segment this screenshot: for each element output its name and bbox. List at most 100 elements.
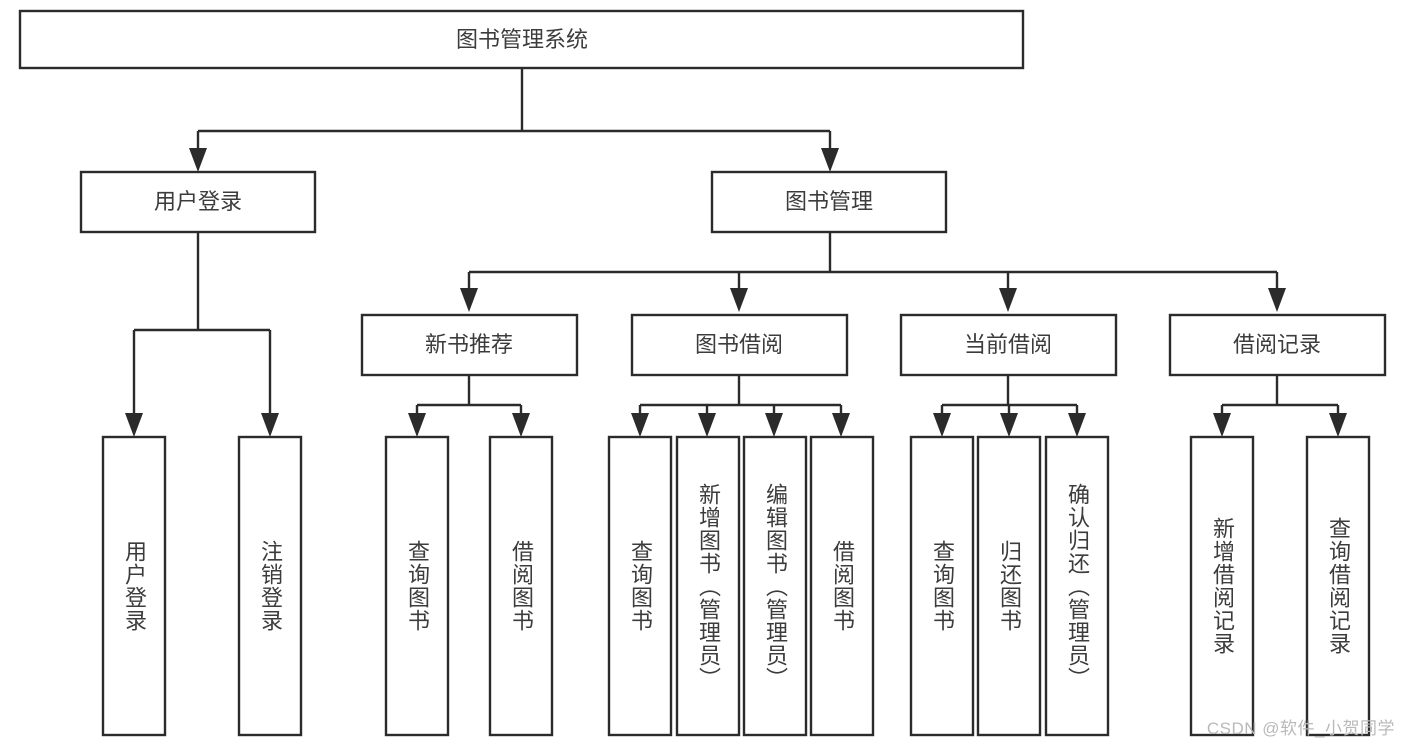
- leaf-borrow-records-0[interactable]: 新增借阅记录: [1189, 435, 1255, 737]
- node-new-book-recommend-box[interactable]: [360, 313, 579, 377]
- leaf-label-wrap: 新增借阅记录: [1209, 517, 1235, 655]
- connector-group-current-borrow: [933, 375, 1086, 437]
- leaf-label-wrap: 新增图书（管理员）: [695, 482, 721, 690]
- connector-group-borrow-records: [1213, 375, 1347, 437]
- leaf-box[interactable]: [237, 435, 303, 737]
- leaf-box[interactable]: [909, 435, 975, 737]
- node-borrow-records[interactable]: 借阅记录: [1168, 313, 1387, 377]
- leaf-label: 新增图书（管理员）: [695, 482, 721, 690]
- node-book-borrow-label: 图书借阅: [695, 332, 783, 357]
- leaf-label: 借阅图书: [508, 540, 534, 632]
- node-new-book-recommend-label: 新书推荐: [425, 332, 513, 357]
- connector-group-new-book: [408, 375, 530, 437]
- leaf-label: 注销登录: [257, 540, 283, 632]
- arrowhead-l1-0: [189, 148, 207, 172]
- leaf-label-wrap: 归还图书: [996, 540, 1022, 632]
- leaf-current-borrow-1[interactable]: 归还图书: [976, 435, 1042, 737]
- node-user-login-box[interactable]: [79, 170, 317, 234]
- node-root[interactable]: 图书管理系统: [18, 9, 1025, 70]
- leaf-label: 新增借阅记录: [1209, 517, 1235, 655]
- leaf-label: 查询图书: [404, 540, 430, 632]
- arrowhead-currentborrow-2: [1068, 413, 1086, 437]
- leaf-label: 编辑图书（管理员）: [762, 482, 788, 690]
- connector-group-book-manage: [460, 232, 1286, 312]
- arrowhead-l2-0: [460, 288, 478, 312]
- node-new-book-recommend[interactable]: 新书推荐: [360, 313, 579, 377]
- arrowhead-l2-1: [730, 288, 748, 312]
- leaf-label-wrap: 借阅图书: [829, 540, 855, 632]
- leaf-box[interactable]: [742, 435, 808, 737]
- arrowhead-bookborrow-2: [765, 413, 783, 437]
- arrowhead-userlogin-0: [125, 413, 143, 437]
- leaf-current-borrow-0[interactable]: 查询图书: [909, 435, 975, 737]
- leaf-label: 确认归还（管理员）: [1064, 482, 1090, 690]
- leaf-user-login-0[interactable]: 用户登录: [101, 435, 167, 737]
- leaf-box[interactable]: [607, 435, 673, 737]
- node-book-manage-box[interactable]: [710, 170, 948, 234]
- leaf-label: 查询图书: [929, 540, 955, 632]
- arrowhead-l2-2: [999, 288, 1017, 312]
- node-book-borrow[interactable]: 图书借阅: [630, 313, 849, 377]
- node-current-borrow-box[interactable]: [899, 313, 1118, 377]
- node-current-borrow[interactable]: 当前借阅: [899, 313, 1118, 377]
- node-book-borrow-box[interactable]: [630, 313, 849, 377]
- leaf-book-borrow-3[interactable]: 借阅图书: [809, 435, 875, 737]
- leaf-current-borrow-2[interactable]: 确认归还（管理员）: [1044, 435, 1110, 737]
- leaf-label-wrap: 确认归还（管理员）: [1064, 482, 1090, 690]
- leaf-label-wrap: 查询图书: [627, 540, 653, 632]
- arrowhead-currentborrow-1: [1000, 413, 1018, 437]
- leaf-user-login-1[interactable]: 注销登录: [237, 435, 303, 737]
- arrowhead-newbook-1: [512, 413, 530, 437]
- connector-group-book-borrow: [631, 375, 850, 437]
- leaf-label: 归还图书: [996, 540, 1022, 632]
- leaf-box[interactable]: [1044, 435, 1110, 737]
- leaf-box[interactable]: [675, 435, 741, 737]
- leaf-box[interactable]: [488, 435, 554, 737]
- leaf-label-wrap: 查询图书: [404, 540, 430, 632]
- leaf-new-book-1[interactable]: 借阅图书: [488, 435, 554, 737]
- arrowhead-borrowrecords-1: [1329, 413, 1347, 437]
- leaf-box[interactable]: [1189, 435, 1255, 737]
- leaf-book-borrow-2[interactable]: 编辑图书（管理员）: [742, 435, 808, 737]
- leaf-book-borrow-0[interactable]: 查询图书: [607, 435, 673, 737]
- leaf-book-borrow-1[interactable]: 新增图书（管理员）: [675, 435, 741, 737]
- connector-group-root: [189, 69, 839, 172]
- arrowhead-userlogin-1: [261, 413, 279, 437]
- leaf-borrow-records-1[interactable]: 查询借阅记录: [1305, 435, 1371, 737]
- leaf-label: 查询借阅记录: [1325, 517, 1351, 655]
- leaf-label-wrap: 注销登录: [257, 540, 283, 632]
- leaf-box[interactable]: [384, 435, 450, 737]
- arrowhead-l1-1: [821, 148, 839, 172]
- leaf-label-wrap: 用户登录: [121, 540, 147, 632]
- leaf-label-wrap: 查询借阅记录: [1325, 517, 1351, 655]
- arrowhead-borrowrecords-0: [1213, 413, 1231, 437]
- arrowhead-bookborrow-3: [832, 413, 850, 437]
- leaf-label-wrap: 查询图书: [929, 540, 955, 632]
- leaf-label: 借阅图书: [829, 540, 855, 632]
- arrowhead-currentborrow-0: [933, 413, 951, 437]
- node-borrow-records-box[interactable]: [1168, 313, 1387, 377]
- leaf-label: 用户登录: [121, 540, 147, 632]
- connector-group-user-login: [125, 232, 279, 437]
- node-root-label: 图书管理系统: [456, 27, 588, 52]
- node-book-manage[interactable]: 图书管理: [710, 170, 948, 234]
- node-user-login-label: 用户登录: [154, 189, 242, 214]
- node-current-borrow-label: 当前借阅: [964, 332, 1052, 357]
- leaf-box[interactable]: [1305, 435, 1371, 737]
- leaf-box[interactable]: [976, 435, 1042, 737]
- leaf-box[interactable]: [101, 435, 167, 737]
- node-book-manage-label: 图书管理: [785, 189, 873, 214]
- arrowhead-newbook-0: [408, 413, 426, 437]
- leaf-label-wrap: 编辑图书（管理员）: [762, 482, 788, 690]
- leaf-label-wrap: 借阅图书: [508, 540, 534, 632]
- leaf-new-book-0[interactable]: 查询图书: [384, 435, 450, 737]
- node-borrow-records-label: 借阅记录: [1233, 332, 1321, 357]
- leaf-label: 查询图书: [627, 540, 653, 632]
- node-root-box[interactable]: [18, 9, 1025, 70]
- arrowhead-l2-3: [1268, 288, 1286, 312]
- leaf-box[interactable]: [809, 435, 875, 737]
- arrowhead-bookborrow-0: [631, 413, 649, 437]
- node-user-login[interactable]: 用户登录: [79, 170, 317, 234]
